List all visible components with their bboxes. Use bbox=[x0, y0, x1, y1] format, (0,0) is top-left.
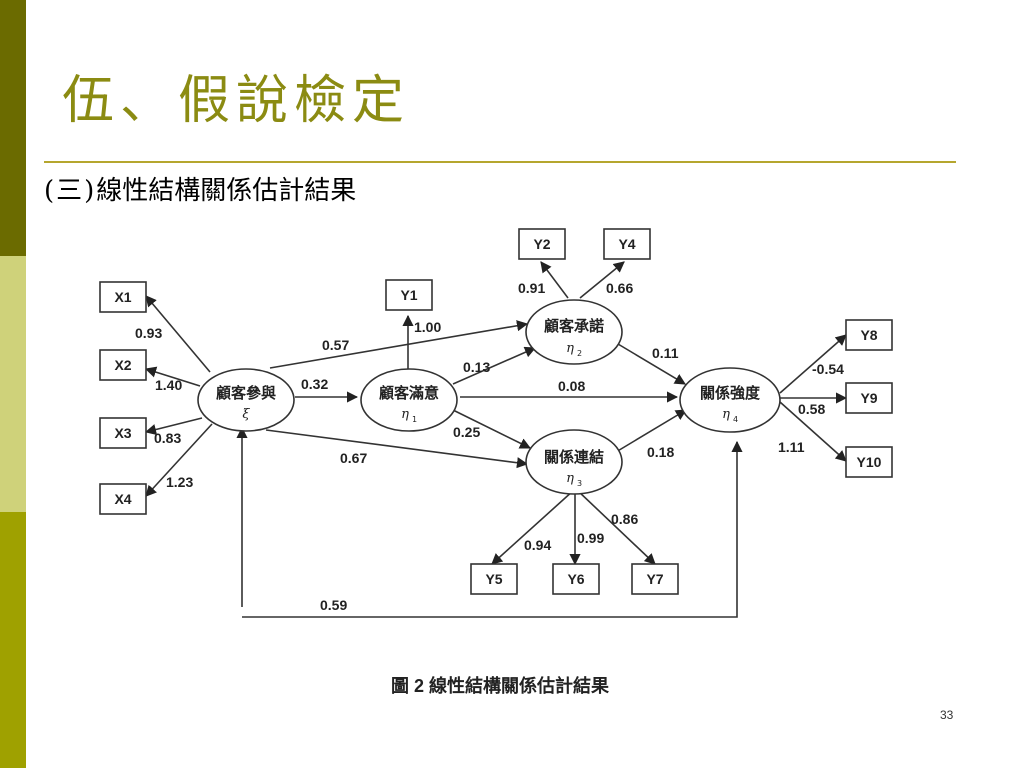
loading-arrow-y7 bbox=[576, 489, 656, 565]
slide-title: 伍、假說檢定 bbox=[62, 71, 411, 131]
latent-symbol-eta4: η bbox=[722, 407, 730, 422]
latent-symbol-xi: ξ bbox=[242, 407, 250, 422]
path-value-eta1-eta3: 0.25 bbox=[453, 424, 480, 440]
path-value-eta1-eta4: 0.08 bbox=[558, 378, 585, 394]
latent-subscript-eta3: 3 bbox=[577, 479, 582, 488]
latent-subscript-eta1: 1 bbox=[412, 415, 417, 424]
sidebar-olive-band bbox=[0, 512, 26, 768]
path-value-xi-eta3: 0.67 bbox=[340, 450, 367, 466]
loading-value-y9: 0.58 bbox=[798, 401, 825, 417]
loading-value-y8: -0.54 bbox=[812, 361, 844, 377]
indicator-label-x3: X3 bbox=[114, 425, 131, 441]
indicator-box-x4 bbox=[99, 483, 147, 515]
path-arrow-xi-eta2 bbox=[269, 320, 529, 369]
path-value-eta2-eta4: 0.11 bbox=[652, 345, 679, 361]
slide-subtitle: (三)線性結構關係估計結果 bbox=[44, 170, 356, 207]
indicator-box-x1 bbox=[99, 281, 147, 313]
loading-value-x1: 0.93 bbox=[135, 325, 162, 341]
indicator-label-y7: Y7 bbox=[646, 571, 663, 587]
loading-arrow-x3 bbox=[144, 417, 203, 435]
latent-name-eta2: 顧客承諾 bbox=[544, 317, 604, 335]
loading-arrow-x2 bbox=[144, 366, 201, 387]
loading-arrow-y5 bbox=[491, 489, 575, 565]
indicator-box-x3 bbox=[99, 417, 147, 449]
slide-number: 33 bbox=[940, 708, 954, 722]
latent-symbol-eta2: η bbox=[566, 341, 574, 356]
loading-value-y4: 0.66 bbox=[606, 280, 633, 296]
loading-arrow-y8 bbox=[779, 334, 847, 394]
indicator-box-y4 bbox=[603, 228, 651, 260]
loading-arrow-y4 bbox=[579, 261, 625, 299]
loading-value-y10: 1.11 bbox=[778, 439, 805, 455]
latent-ellipse-eta4 bbox=[679, 367, 781, 433]
indicator-box-y10 bbox=[845, 446, 893, 478]
indicator-box-x2 bbox=[99, 349, 147, 381]
path-arrow-eta3-eta4 bbox=[615, 409, 687, 453]
path-arrow-eta1-eta2 bbox=[452, 346, 537, 385]
loading-value-y5: 0.94 bbox=[524, 537, 551, 553]
latent-ellipse-xi bbox=[197, 368, 295, 432]
indicator-label-x2: X2 bbox=[114, 357, 131, 373]
loading-value-y7: 0.86 bbox=[611, 511, 638, 527]
indicator-label-x4: X4 bbox=[114, 491, 131, 507]
subtitle-prefix: (三) bbox=[44, 176, 97, 206]
indicator-label-y9: Y9 bbox=[860, 390, 877, 406]
loading-value-x3: 0.83 bbox=[154, 430, 181, 446]
sidebar-dark-band bbox=[0, 0, 26, 256]
latent-symbol-eta3: η bbox=[566, 471, 574, 486]
indicator-label-x1: X1 bbox=[114, 289, 131, 305]
indicator-label-y5: Y5 bbox=[485, 571, 502, 587]
subtitle-text: 線性結構關係估計結果 bbox=[96, 176, 357, 206]
loading-value-x2: 1.40 bbox=[155, 377, 182, 393]
indicator-label-y8: Y8 bbox=[860, 327, 877, 343]
path-arrow-xi-eta4 bbox=[242, 428, 737, 618]
loading-arrow-x4 bbox=[145, 423, 213, 497]
loading-arrow-x1 bbox=[145, 295, 211, 373]
path-arrow-xi-eta3 bbox=[265, 429, 529, 469]
path-value-xi-eta4: 0.59 bbox=[320, 597, 347, 613]
latent-ellipse-eta1 bbox=[360, 368, 458, 432]
path-value-xi-eta1: 0.32 bbox=[301, 376, 328, 392]
indicator-box-y8 bbox=[845, 319, 893, 351]
latent-ellipse-eta3 bbox=[525, 429, 623, 495]
indicator-label-y2: Y2 bbox=[533, 236, 550, 252]
latent-ellipse-eta2 bbox=[525, 299, 623, 365]
figure-caption: 圖 2 線性結構關係估計結果 bbox=[391, 675, 610, 696]
path-value-eta1-eta2: 0.13 bbox=[463, 359, 490, 375]
latent-name-eta4: 關係強度 bbox=[700, 384, 761, 402]
indicator-box-y6 bbox=[552, 563, 600, 595]
latent-symbol-eta1: η bbox=[401, 407, 409, 422]
indicator-box-y9 bbox=[845, 382, 893, 414]
loading-value-x4: 1.23 bbox=[166, 474, 193, 490]
indicator-label-y6: Y6 bbox=[567, 571, 584, 587]
latent-name-xi: 顧客參與 bbox=[216, 384, 276, 402]
latent-name-eta1: 顧客滿意 bbox=[379, 384, 439, 402]
loading-value-y2: 0.91 bbox=[518, 280, 545, 296]
indicator-label-y4: Y4 bbox=[618, 236, 635, 252]
loading-arrow-y10 bbox=[779, 401, 847, 462]
indicator-box-y1 bbox=[385, 279, 433, 311]
latent-subscript-eta2: 2 bbox=[577, 349, 582, 358]
latent-subscript-eta4: 4 bbox=[733, 415, 738, 424]
path-value-eta3-eta4: 0.18 bbox=[647, 444, 674, 460]
title-divider bbox=[44, 161, 956, 163]
indicator-box-y7 bbox=[631, 563, 679, 595]
path-arrow-eta1-eta3 bbox=[452, 409, 532, 449]
loading-value-y1: 1.00 bbox=[414, 319, 441, 335]
indicator-label-y1: Y1 bbox=[400, 287, 417, 303]
path-arrow-eta2-eta4 bbox=[617, 343, 686, 385]
sidebar-light-band bbox=[0, 256, 26, 512]
indicator-box-y2 bbox=[518, 228, 566, 260]
loading-value-y6: 0.99 bbox=[577, 530, 604, 546]
loading-arrow-y2 bbox=[540, 261, 569, 299]
indicator-label-y10: Y10 bbox=[857, 454, 882, 470]
path-value-xi-eta2: 0.57 bbox=[322, 337, 349, 353]
latent-name-eta3: 關係連結 bbox=[544, 448, 604, 466]
indicator-box-y5 bbox=[470, 563, 518, 595]
